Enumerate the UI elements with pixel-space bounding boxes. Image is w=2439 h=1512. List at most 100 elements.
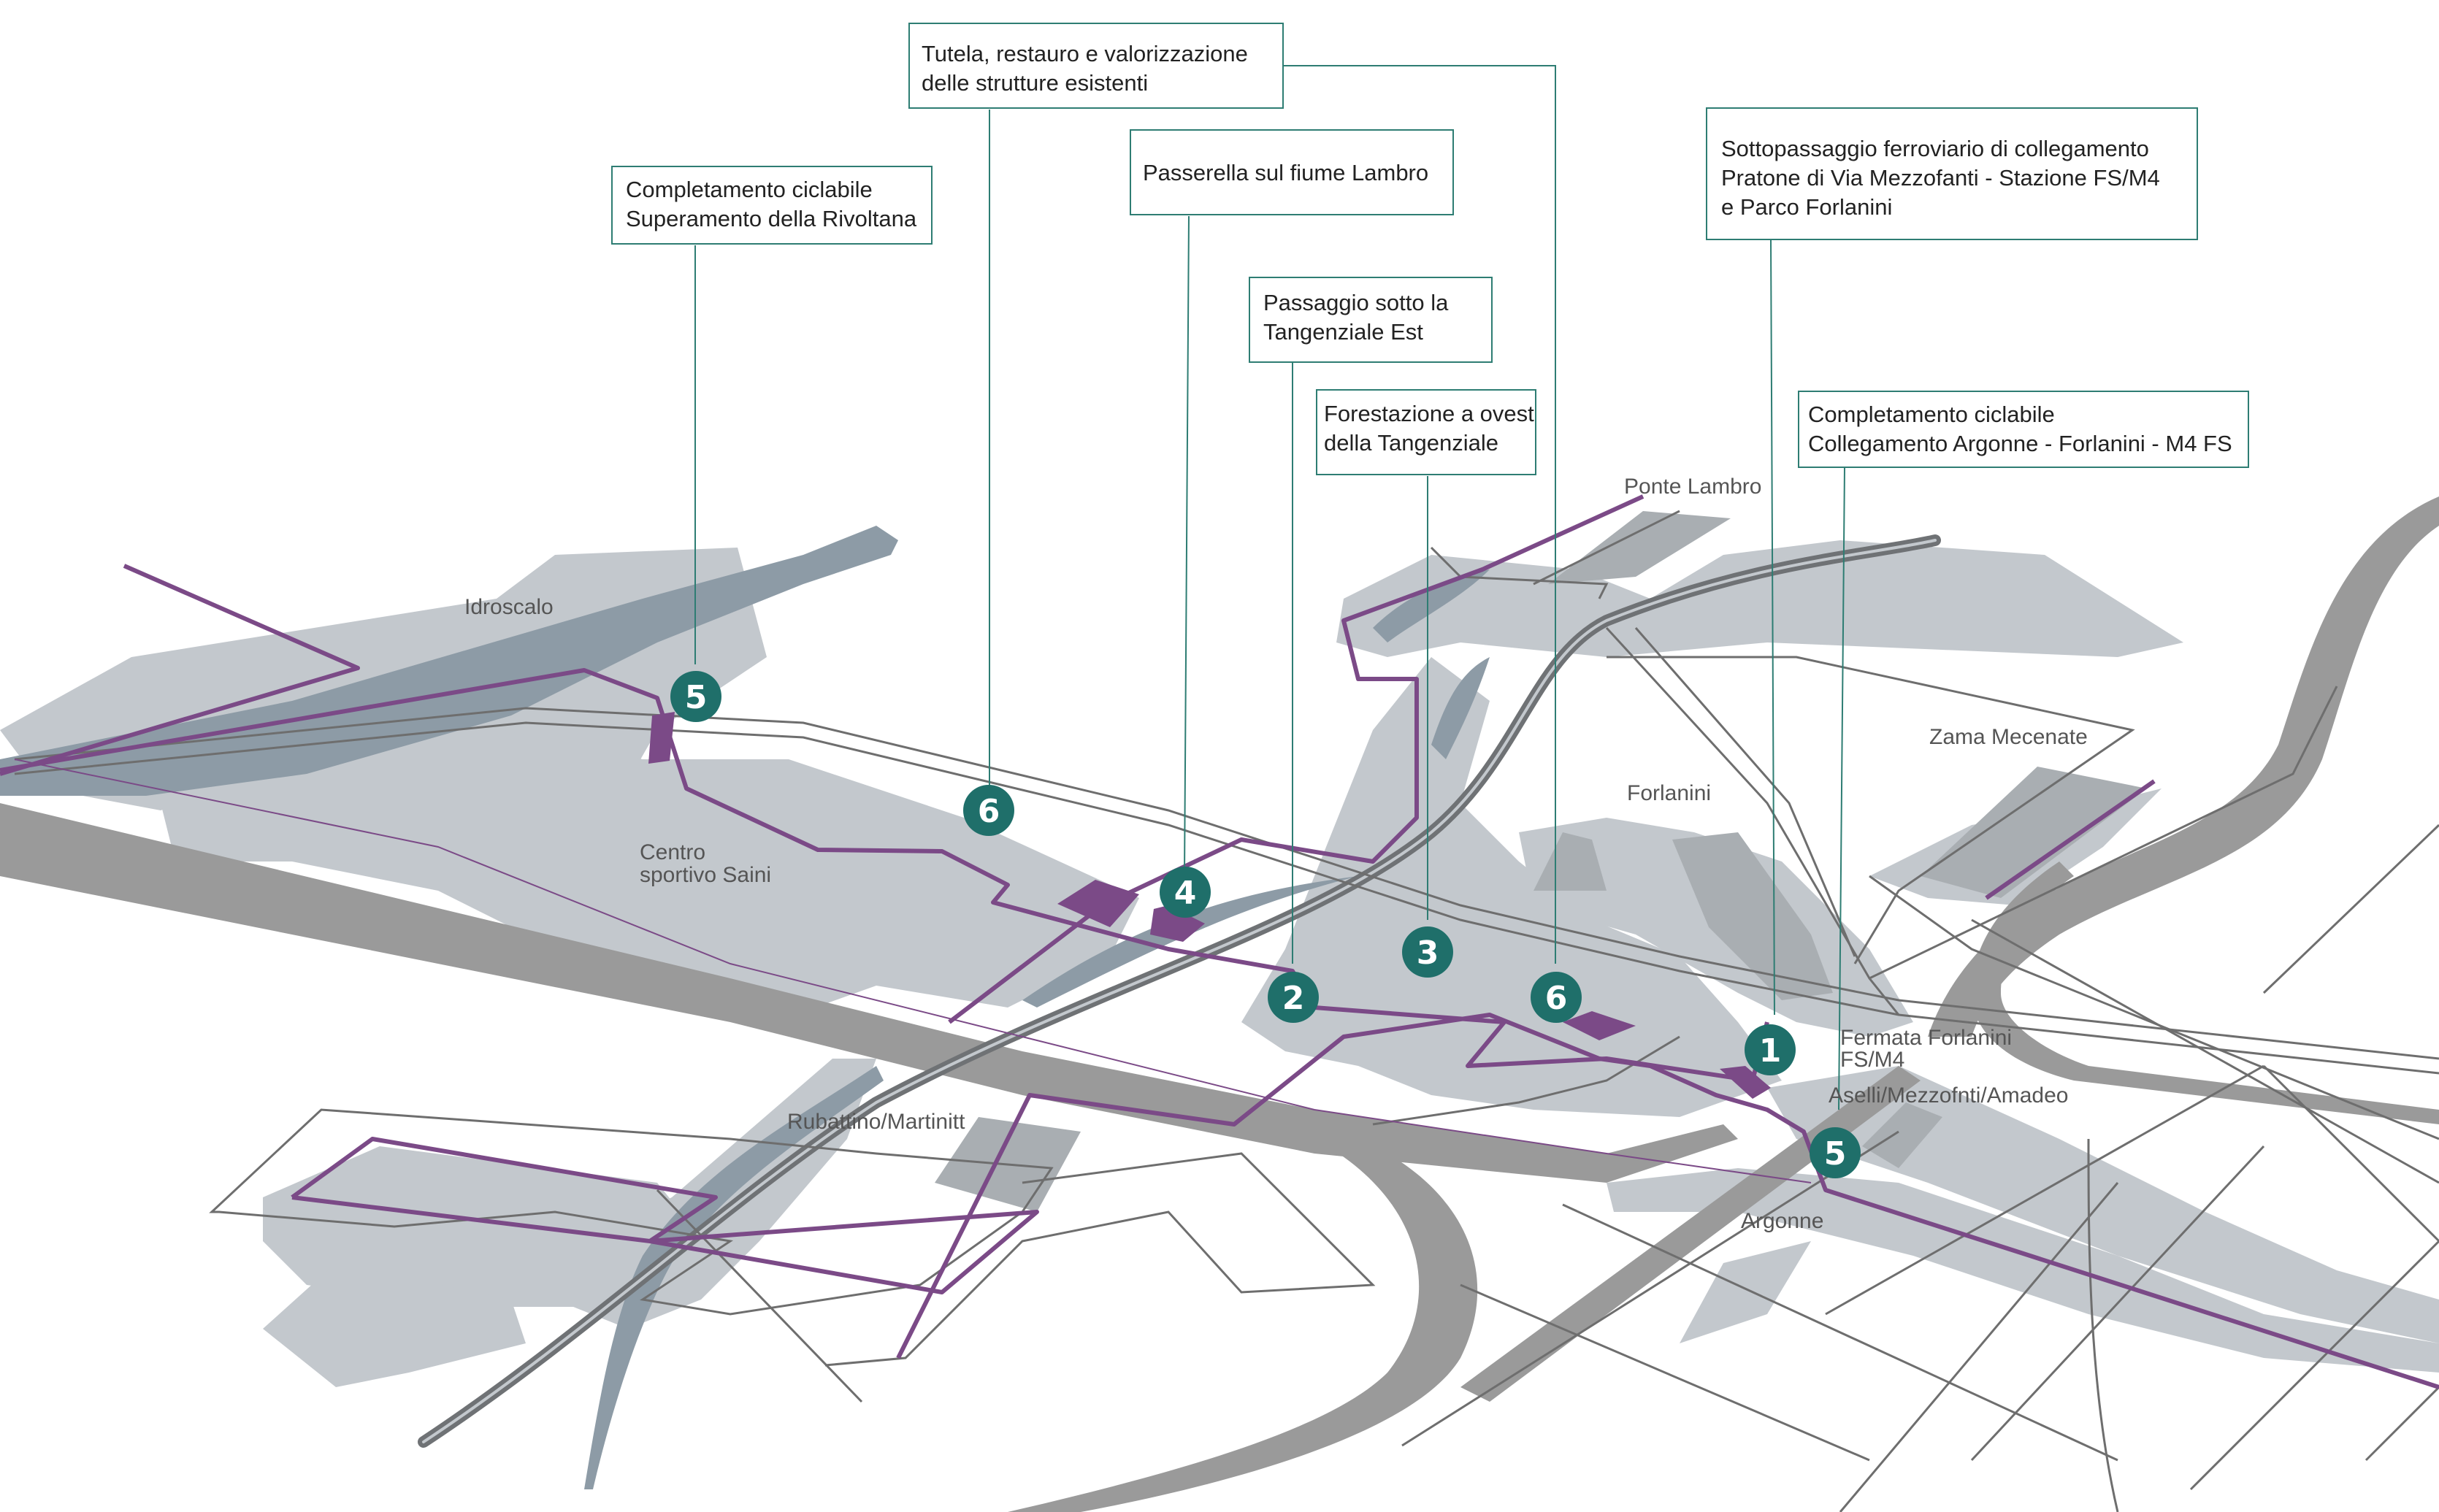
water-lambro-mid bbox=[1431, 657, 1490, 759]
place-aselli: Aselli/Mezzofnti/Amadeo bbox=[1829, 1083, 2068, 1108]
callout-box-argonne bbox=[1798, 391, 2249, 468]
road-lines bbox=[14, 510, 2439, 1512]
road-south-6 bbox=[2189, 1240, 2439, 1491]
park-area-saini bbox=[161, 723, 1139, 1022]
callout-box-forestazione bbox=[1316, 389, 1536, 475]
callout-box-rivoltana bbox=[611, 166, 933, 245]
place-forlanini: Forlanini bbox=[1627, 781, 1711, 805]
road-east-2 bbox=[1869, 875, 2439, 1140]
leader-6-south bbox=[1283, 65, 1556, 964]
road-south-9 bbox=[1825, 1064, 2264, 1316]
marker-6-tutela-north[interactable]: 6 bbox=[963, 785, 1014, 836]
marker-5-argonne[interactable]: 5 bbox=[1810, 1127, 1861, 1178]
dark-area-forlanini-2 bbox=[1672, 832, 1833, 1000]
svg-text:4: 4 bbox=[1174, 875, 1197, 912]
route-zama bbox=[1985, 779, 2156, 900]
callout-sottopassaggio: Sottopassaggio ferroviario di collegamen… bbox=[1721, 136, 2160, 220]
svg-text:6: 6 bbox=[1545, 980, 1568, 1017]
rail-line-north bbox=[14, 707, 2439, 1060]
road-ponte-lambro bbox=[1430, 546, 1609, 599]
route-idroscalo bbox=[0, 564, 360, 776]
marker-2-tangenziale[interactable]: 2 bbox=[1268, 972, 1319, 1023]
marker-1-sottopassaggio[interactable]: 1 bbox=[1745, 1024, 1796, 1075]
svg-text:3: 3 bbox=[1417, 935, 1439, 972]
place-rubattino-martinitt: Rubattino/Martinitt bbox=[787, 1110, 965, 1134]
road-south-2 bbox=[1562, 1203, 2118, 1462]
marker-3-forestazione[interactable]: 3 bbox=[1402, 926, 1453, 978]
tangenziale-est bbox=[418, 534, 1941, 1448]
cycle-routes bbox=[0, 494, 2439, 1389]
callout-box-tangenziale bbox=[1249, 277, 1493, 363]
svg-text:5: 5 bbox=[685, 679, 708, 716]
dark-area-aselli bbox=[1862, 1102, 1942, 1168]
dark-area-ponte-lambro bbox=[1548, 511, 1731, 584]
route-node-station bbox=[1720, 1066, 1771, 1099]
dark-areas bbox=[935, 511, 2147, 1212]
tangenziale-est-inner bbox=[422, 539, 1937, 1443]
route-rubattino-loop bbox=[291, 1137, 1039, 1294]
markers: 5 6 4 2 3 6 1 5 bbox=[670, 671, 1861, 1178]
svg-text:2: 2 bbox=[1282, 980, 1305, 1017]
park-areas bbox=[0, 540, 2439, 1387]
road-east-1 bbox=[1869, 686, 2338, 980]
road-south-1 bbox=[1401, 1130, 1899, 1447]
marker-4-passerella[interactable]: 4 bbox=[1160, 867, 1211, 918]
park-area-south-west-2 bbox=[263, 1263, 526, 1387]
park-area-argonne-2 bbox=[1680, 1241, 1811, 1343]
park-area-south-west bbox=[263, 1146, 716, 1307]
callout-boxes bbox=[611, 23, 2249, 475]
callout-passerella: Passerella sul fiume Lambro bbox=[1143, 160, 1428, 185]
callout-box-tutela bbox=[908, 23, 1284, 109]
road-ponte-lambro-2 bbox=[1533, 510, 1680, 586]
road-south-4 bbox=[1839, 1182, 2119, 1512]
svg-text:5: 5 bbox=[1824, 1135, 1847, 1173]
road-rubattino-2 bbox=[824, 1152, 1376, 1367]
road-rubattino-3 bbox=[656, 1189, 863, 1403]
dark-area-zama bbox=[1921, 767, 2147, 898]
water-lambro-saini bbox=[1022, 876, 1358, 1008]
road-south-8 bbox=[2262, 1064, 2439, 1243]
route-thin-line bbox=[14, 759, 1812, 1183]
road-forlanini-north bbox=[1605, 626, 1900, 1016]
leader-lines bbox=[694, 65, 1845, 1110]
route-node-forlanini bbox=[1563, 1011, 1636, 1040]
road-south-3 bbox=[1460, 1283, 1870, 1462]
dark-area-forlanini-1 bbox=[1534, 832, 1607, 891]
route-node-passerella-1 bbox=[1057, 880, 1139, 927]
road-east-3 bbox=[1971, 918, 2439, 1184]
leader-5-south bbox=[1838, 467, 1845, 1110]
road-south-diagonal bbox=[1460, 1066, 1921, 1402]
leader-1 bbox=[1770, 239, 1775, 1016]
water-idroscalo bbox=[0, 526, 898, 796]
place-ponte-lambro: Ponte Lambro bbox=[1624, 475, 1761, 499]
water-lambro-north bbox=[1373, 569, 1490, 642]
route-node-rivoltana bbox=[648, 712, 675, 764]
route-rubattino-link bbox=[896, 1013, 2439, 1389]
road-zama bbox=[1607, 656, 2135, 964]
park-area-ponte-lambro bbox=[1336, 540, 2183, 657]
road-east-5 bbox=[2087, 1138, 2119, 1512]
road-rubattino-1 bbox=[209, 1108, 1054, 1316]
marker-6-tutela-south[interactable]: 6 bbox=[1531, 972, 1582, 1023]
road-south-5 bbox=[1970, 1145, 2265, 1462]
marker-5-rivoltana[interactable]: 5 bbox=[670, 671, 721, 722]
route-node-passerella-2 bbox=[1150, 905, 1205, 942]
road-east-4 bbox=[2262, 824, 2439, 994]
road-south-curve bbox=[1008, 1139, 1478, 1512]
route-nodes bbox=[648, 712, 1771, 1099]
road-forlanini-north-2 bbox=[1634, 627, 1856, 957]
svg-text:1: 1 bbox=[1759, 1032, 1782, 1070]
svg-text:6: 6 bbox=[978, 793, 1000, 830]
place-idroscalo: Idroscalo bbox=[464, 595, 554, 619]
park-area-tangenziale-west bbox=[1241, 657, 1782, 1117]
